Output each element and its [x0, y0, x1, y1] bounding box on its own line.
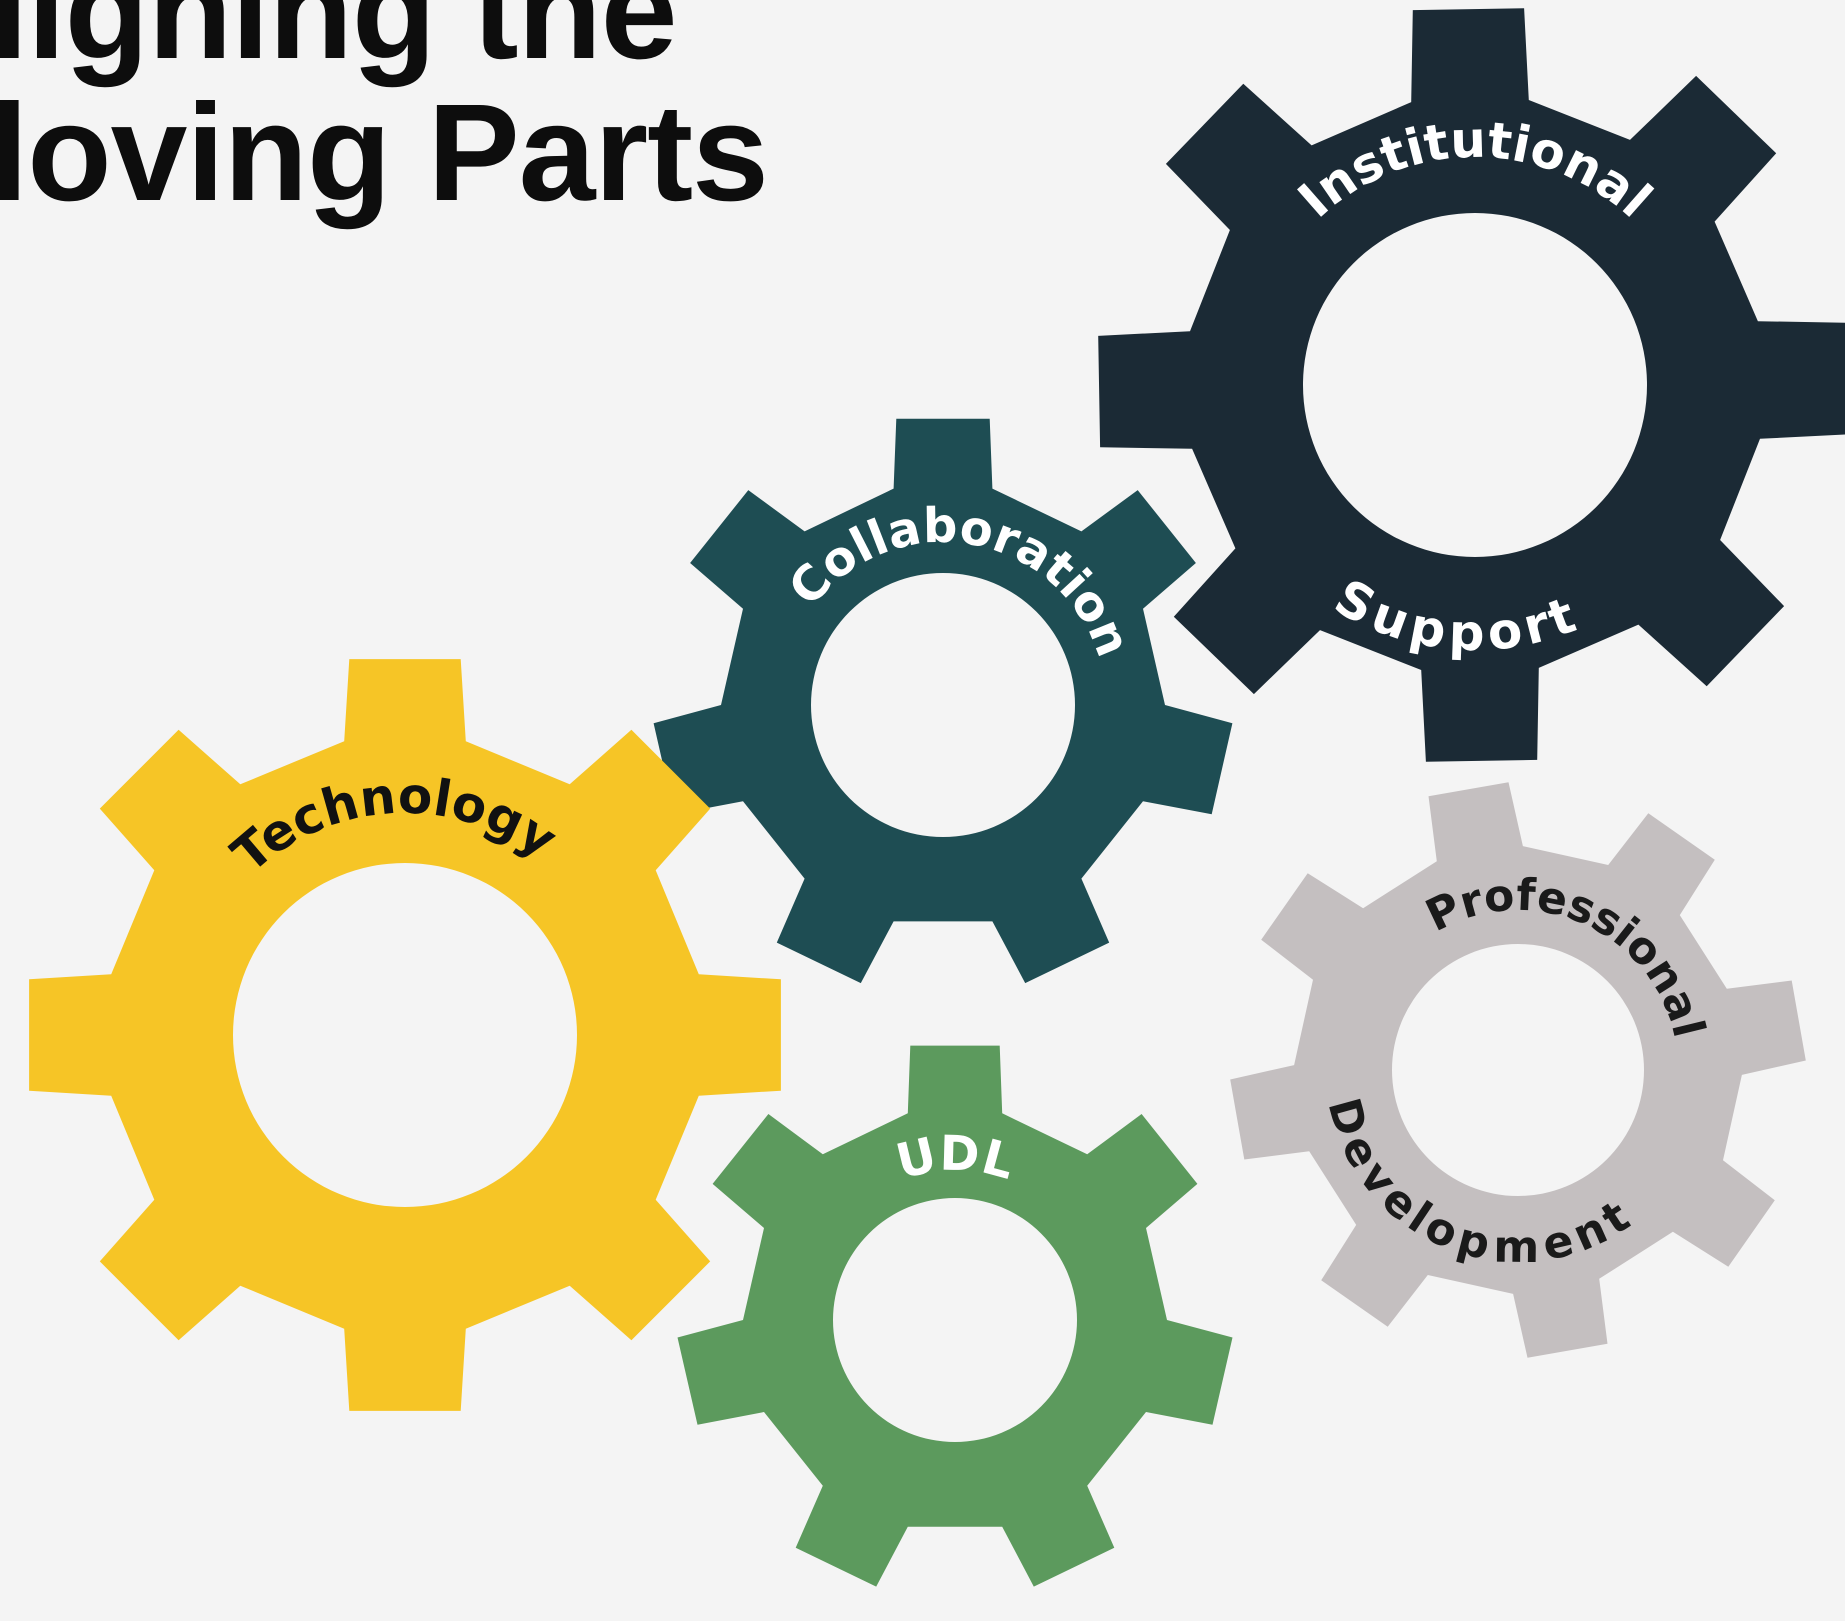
gear-body-technology [29, 659, 781, 1411]
gear-body-collaboration [653, 418, 1233, 984]
gear-label-udl-0: UDL [891, 1126, 1020, 1191]
title-line-1: ligning the [0, 0, 678, 88]
title-line-2: loving Parts [0, 76, 769, 230]
gear-body-institutional-support [1098, 8, 1845, 762]
gear-body-professional-development [1230, 782, 1806, 1358]
gear-collaboration: Collaboration [653, 418, 1233, 984]
gear-udl: UDL [677, 1045, 1233, 1587]
gear-technology: Technology [29, 659, 781, 1411]
gear-body-udl [677, 1045, 1233, 1587]
